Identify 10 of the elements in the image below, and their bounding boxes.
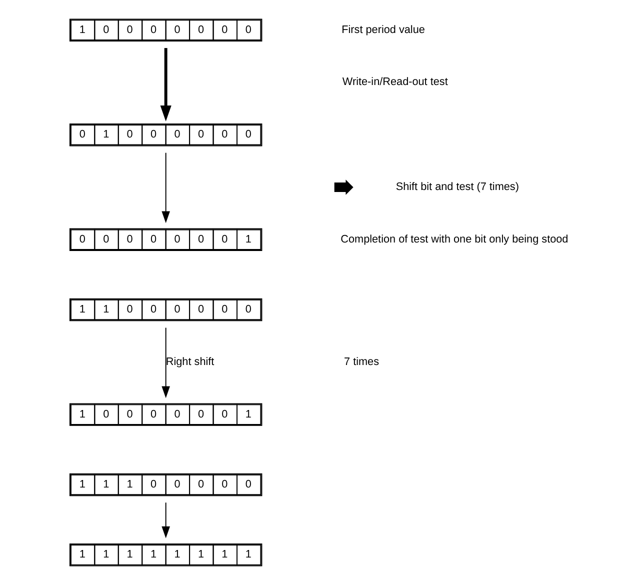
label: Shift bit and test (7 times) (395, 181, 518, 193)
label: 7 times (344, 356, 379, 368)
arrow (161, 502, 170, 538)
label: First period value (341, 24, 424, 36)
label: Completion of test with one bit only being stood (340, 233, 568, 246)
arrow (161, 152, 170, 224)
label: Write-in/Read-out test (342, 76, 448, 88)
arrow (161, 327, 170, 398)
arrow (160, 48, 171, 122)
edge-label: Right shift (165, 356, 214, 368)
